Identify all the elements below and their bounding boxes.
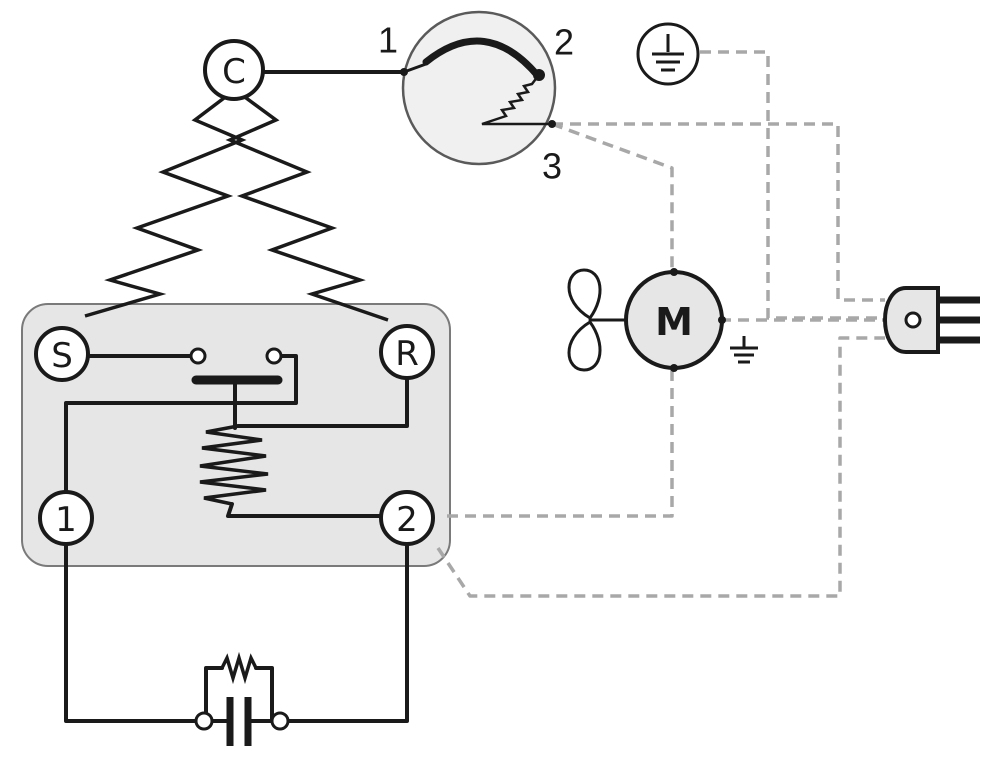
- dash-thermostat3-to-motor-top: [551, 122, 674, 272]
- fan-motor: M: [567, 268, 758, 372]
- start-terminal: [34, 326, 90, 382]
- dash-ground-to-plug: [700, 50, 885, 320]
- wire-r-to-coil: [236, 374, 409, 428]
- thermostat-terminal-1-dot: [400, 68, 408, 76]
- wire-relay-contact-right: [64, 354, 298, 500]
- wire-relay-2-to-capacitor: [280, 538, 409, 723]
- bleed-resistor: [220, 651, 258, 685]
- thermostat-body: [401, 10, 557, 166]
- relay-terminal-1: [38, 490, 94, 546]
- dashed-wiring: [436, 50, 885, 598]
- plug-ground-icon: [904, 311, 922, 329]
- motor-bottom-dot: [670, 364, 678, 372]
- start-winding: [84, 90, 247, 318]
- capacitor-terminal-right: [270, 711, 290, 731]
- thermostat-contact-arc: [422, 37, 542, 80]
- dash-motor-bottom-to-relay-2: [440, 370, 674, 518]
- run-capacitor: [194, 651, 290, 746]
- thermostat-terminal-3-label: 3: [542, 146, 562, 187]
- relay-terminal-2-label: 2: [396, 500, 418, 540]
- thermostat-sensor-spring: [481, 75, 552, 126]
- relay-contact-left: [189, 347, 207, 365]
- capacitor-terminal-left: [194, 711, 214, 731]
- bleed-resistor-right-lead: [254, 666, 274, 723]
- thermostat-terminal-2-dot: [533, 69, 545, 81]
- common-terminal-label: C: [222, 52, 246, 92]
- run-terminal: [379, 324, 435, 380]
- dash-thermostat3-to-plug: [552, 122, 885, 302]
- run-terminal-label: R: [395, 334, 419, 374]
- relay-terminal-2: [379, 490, 435, 546]
- thermostat-terminal-3-dot: [548, 120, 556, 128]
- relay-terminal-1-label: 1: [55, 500, 77, 540]
- motor-top-dot: [670, 268, 678, 276]
- thermostat-terminal-2-label: 2: [554, 22, 574, 63]
- motor-right-dot: [718, 316, 726, 324]
- ground-terminal: [636, 22, 700, 86]
- thermostat: 1 2 3: [378, 10, 574, 187]
- bleed-resistor-left-lead: [204, 666, 224, 723]
- run-winding: [225, 90, 389, 322]
- fan-blade-bottom-icon: [567, 320, 602, 372]
- relay-coil: [199, 424, 269, 506]
- wire-relay-1-to-capacitor: [64, 538, 200, 723]
- fan-blade-top-icon: [567, 268, 602, 320]
- thermostat-terminal-1-label: 1: [378, 20, 398, 61]
- fan-motor-label: M: [655, 300, 693, 344]
- common-terminal: [203, 39, 265, 101]
- start-terminal-label: S: [51, 336, 73, 376]
- power-plug: [883, 286, 980, 354]
- dash-relay-2-to-plug: [436, 336, 885, 598]
- relay-contact-right: [265, 347, 283, 365]
- wire-coil-to-relay-2: [226, 502, 382, 518]
